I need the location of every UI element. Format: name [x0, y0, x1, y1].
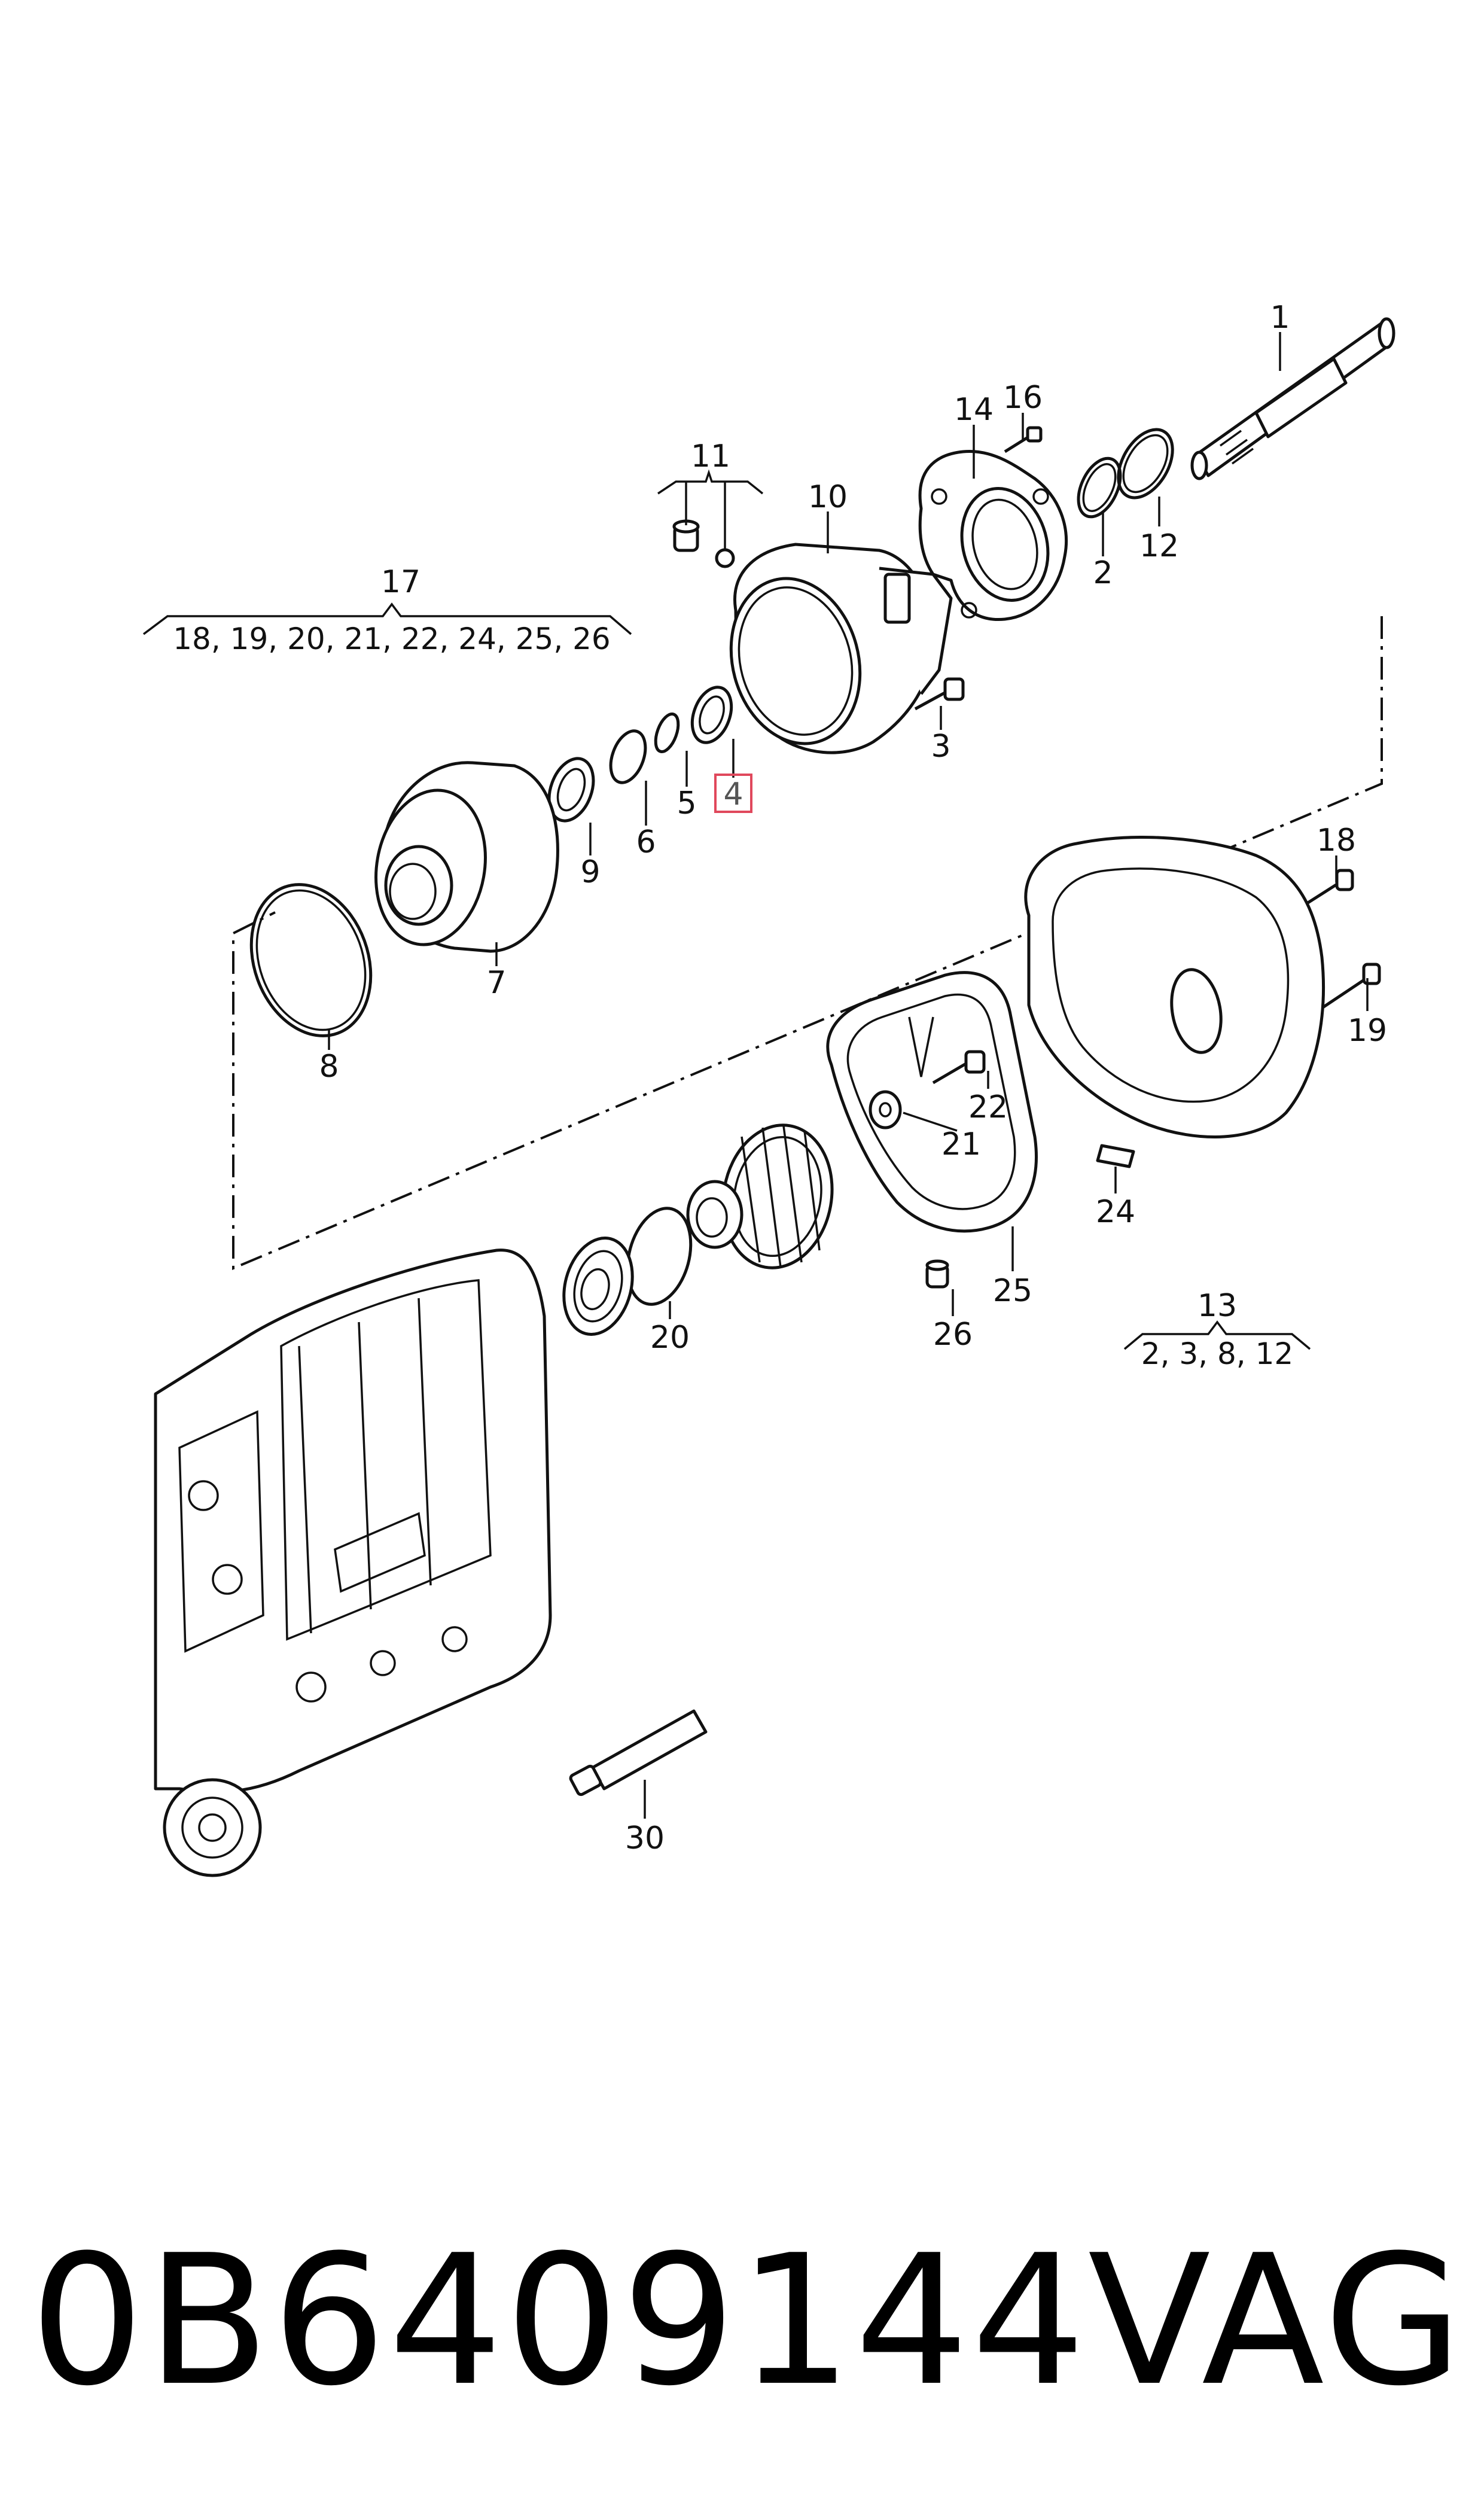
- gearbox-body: [154, 1249, 552, 1877]
- part-19-bolt: [1321, 963, 1381, 1010]
- label-26: 26: [933, 1317, 973, 1353]
- footer: 0B6409144 VAG: [30, 2213, 1462, 2429]
- part-5-circlip: [654, 713, 680, 753]
- label-5: 5: [677, 785, 696, 821]
- brand: VAG: [1087, 2216, 1465, 2425]
- part-6-ring: [609, 729, 647, 784]
- part-20-ring: [626, 1207, 693, 1306]
- part-8-o-ring: [249, 883, 373, 1037]
- label-9: 9: [580, 854, 600, 890]
- part-22-bolt: [932, 1050, 986, 1085]
- label-18: 18: [1317, 823, 1356, 858]
- part-number: 0B6409144: [30, 2216, 1088, 2425]
- part-7-drum: [374, 761, 559, 953]
- helical-gear: [686, 1123, 834, 1269]
- label-30: 30: [625, 1820, 665, 1856]
- group-17-members: 18, 19, 20, 21, 22, 24, 25, 26: [173, 622, 611, 656]
- label-10: 10: [808, 479, 848, 515]
- part-21-washer: [869, 1090, 902, 1129]
- part-25-cover-plate: [826, 971, 1038, 1233]
- label-4: 4: [723, 777, 743, 812]
- label-22: 22: [968, 1089, 1008, 1125]
- label-24: 24: [1096, 1194, 1135, 1230]
- part-10-housing: [729, 543, 953, 754]
- transfer-case-housing: [1024, 836, 1325, 1138]
- label-11: 11: [691, 439, 730, 474]
- label-17: 17: [381, 564, 420, 600]
- label-20: 20: [650, 1320, 690, 1356]
- part-12-o-ring: [1117, 428, 1174, 500]
- label-2: 2: [1093, 555, 1113, 591]
- label-6: 6: [636, 824, 656, 860]
- part-14-cover-flange: [918, 449, 1068, 622]
- group-13-members: 2, 3, 8, 12: [1141, 1336, 1293, 1371]
- part-20-bearing: [562, 1237, 634, 1336]
- label-8: 8: [319, 1049, 339, 1085]
- part-1-shaft: [1190, 317, 1395, 480]
- part-4-seal: [690, 686, 733, 744]
- part-2-o-ring: [1077, 456, 1122, 519]
- leader-lines: [142, 332, 1369, 1819]
- part-3-bolt: [914, 677, 965, 711]
- part-30-sealant-tube: [569, 1709, 708, 1797]
- highlight-box: [714, 774, 752, 813]
- label-1: 1: [1270, 300, 1290, 336]
- part-16-screw: [1004, 426, 1043, 453]
- assembly-boundary: [232, 616, 1383, 1271]
- label-21: 21: [941, 1126, 981, 1162]
- part-labels: 1 2 3 4 5 6 7 8 9 10 11 12 13 14 16 17 1…: [173, 300, 1387, 1856]
- label-14: 14: [954, 392, 994, 428]
- part-24-key: [1096, 1144, 1135, 1168]
- label-13: 13: [1197, 1288, 1237, 1324]
- part-18-bolt: [1306, 869, 1354, 905]
- label-25: 25: [993, 1273, 1032, 1309]
- part-9-seal: [547, 757, 595, 823]
- label-16: 16: [1003, 380, 1043, 416]
- part-26-sleeve: [925, 1259, 949, 1289]
- label-3: 3: [931, 729, 950, 765]
- label-12: 12: [1139, 528, 1179, 564]
- label-19: 19: [1348, 1013, 1387, 1049]
- label-7: 7: [486, 965, 506, 1001]
